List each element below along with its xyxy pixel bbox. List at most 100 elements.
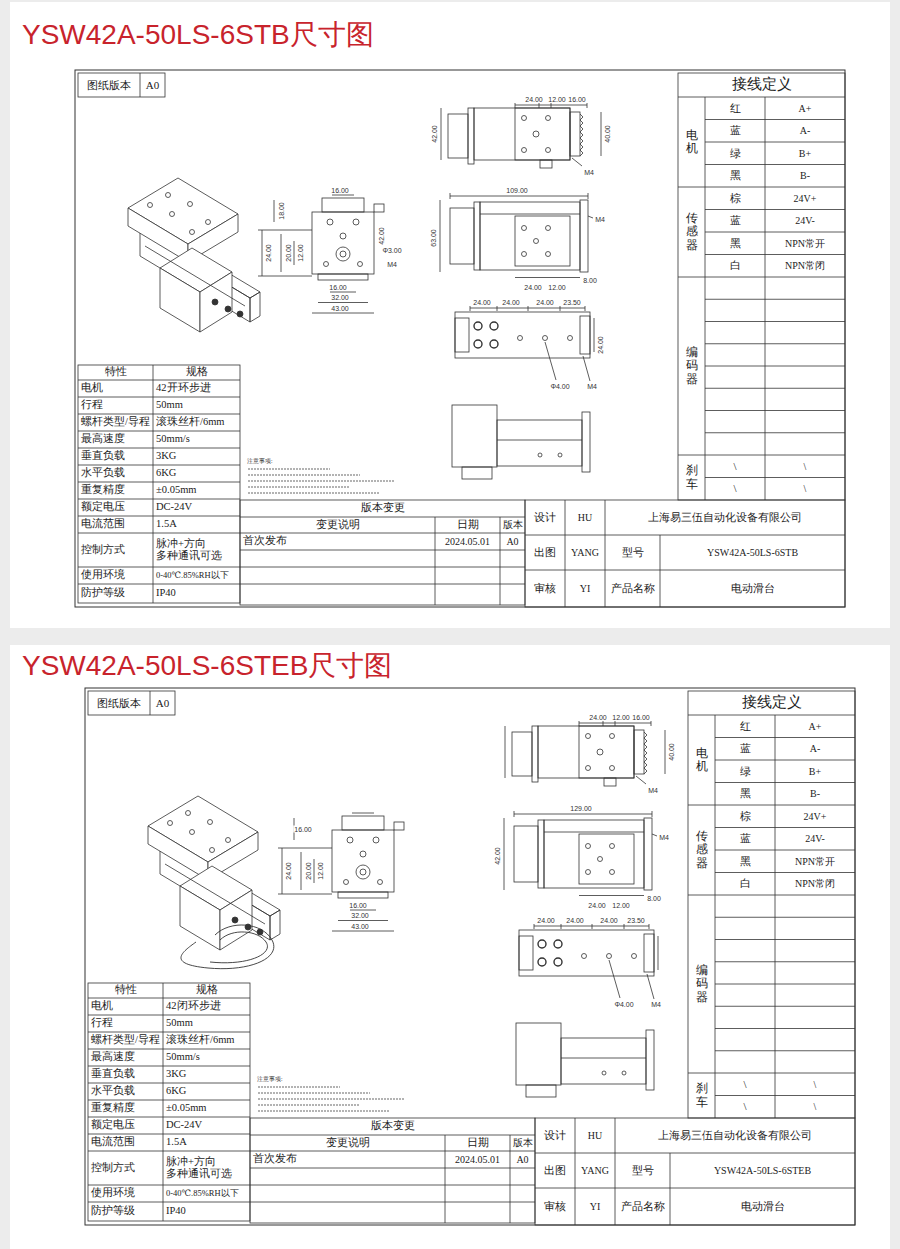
dimension-label: Φ4.00 [613,1001,634,1008]
table-cell: 42闭环步进 [163,998,250,1015]
table-cell: \ [705,455,765,478]
table-cell: 3KG [163,1066,250,1083]
table-cell: 型号 [605,535,660,570]
table-cell: 50mm/s [163,1049,250,1066]
table-cell: 水平负载 [88,1083,163,1100]
table-cell: 白 [705,255,765,278]
dimension-label: 24.00 [565,917,585,924]
table-cell: DC-24V [163,1117,250,1134]
group-cell: 编码器 [678,277,705,455]
table-cell: 6KG [163,1083,250,1100]
table-cell: A+ [775,715,855,738]
table-cell: 24V+ [775,805,855,828]
dimension-label: 24.00 [472,299,492,306]
table-cell: 50mm [163,1015,250,1032]
group-cell: 电机 [678,97,705,187]
dimension-label: 24.00 [599,917,619,924]
table-cell: \ [715,1073,775,1096]
table-cell: 电流范围 [78,516,153,533]
table-cell: 日期 [445,1135,510,1151]
table-cell: YANG [575,1153,615,1188]
dimension-label: 12.00 [297,243,304,263]
table-cell: 行程 [78,397,153,414]
table-cell: 版本 [510,1135,535,1151]
table-cell: 变更说明 [250,1135,445,1151]
dimension-label: 129.00 [569,805,592,812]
table-cell: 额定电压 [78,499,153,516]
table-cell: \ [765,455,845,478]
dimension-label: Φ4.00 [549,383,570,390]
dimension-label: 12.00 [547,284,567,291]
table-cell: 变更说明 [240,517,435,533]
dimension-label: 63.00 [430,228,437,248]
table-cell: 电动滑台 [670,1188,855,1225]
table-cell: 蓝 [705,210,765,233]
group-cell: 传感器 [678,187,705,277]
dimension-label: 24.00 [597,335,604,355]
dimension-label: 42.00 [431,124,438,144]
group-label: 电机 [686,129,698,155]
dimension-label: 8.00 [646,895,662,902]
table-cell: 红 [715,715,775,738]
sheet-panel: YSW42A-50LS-6STEB尺寸图 [10,645,890,1249]
table-cell: 图纸版本 [88,691,150,715]
dimension-label: 24.00 [588,714,608,721]
table-cell: 电流范围 [88,1134,163,1151]
table-cell: 版本变更 [250,1118,535,1135]
table-cell: 防护等级 [78,584,153,603]
group-label: 刹车 [686,464,698,490]
dimension-label: M4 [650,1001,662,1008]
table-cell: 电机 [88,998,163,1015]
dimension-label: 20.00 [285,243,292,263]
table-cell: ±0.05mm [153,482,240,499]
group-label: 电机 [696,747,708,773]
sheet-ground [10,645,890,1249]
table-cell: IP40 [153,584,240,603]
group-label: 刹车 [696,1082,708,1108]
table-cell: \ [705,478,765,501]
table-cell: 2024.05.01 [435,533,500,550]
table-cell: 型号 [615,1153,670,1188]
dimension-label: 32.00 [330,294,350,301]
dimension-label: 24.00 [587,902,607,909]
group-label: 传感器 [696,830,708,870]
table-cell: B+ [765,142,845,165]
dimension-label: M4 [386,261,398,268]
group-cell: 电机 [688,715,715,805]
table-cell: 电动滑台 [660,570,845,607]
table-cell: 黑 [715,783,775,806]
table-cell: \ [775,1073,855,1096]
table-cell: 重复精度 [78,482,153,499]
table-cell: 棕 [705,187,765,210]
group-cell: 刹车 [688,1073,715,1118]
table-cell: 电机 [78,380,153,397]
dimension-label: 18.00 [278,201,285,221]
group-label: 编码器 [686,346,698,386]
dimension-label: 43.00 [330,305,350,312]
table-cell: A0 [500,533,525,550]
table-cell: 版本 [500,517,525,533]
table-cell: 50mm [153,397,240,414]
table-cell: 控制方式 [88,1151,163,1185]
group-label: 编码器 [696,964,708,1004]
table-cell: 棕 [715,805,775,828]
table-cell: 1.5A [163,1134,250,1151]
dimension-label: 16.00 [330,187,350,194]
group-label: 传感器 [686,212,698,252]
table-cell: \ [765,478,845,501]
table-cell: A0 [150,691,175,715]
table-cell: NPN常开 [775,850,855,873]
table-cell: A- [775,738,855,761]
table-cell: 规格 [153,365,240,380]
sheet-title: YSW42A-50LS-6STB尺寸图 [22,18,374,52]
table-cell: 额定电压 [88,1117,163,1134]
table-cell: 黑 [715,850,775,873]
dimension-label: 24.00 [535,299,555,306]
table-cell: A- [765,120,845,143]
dimension-label: 24.00 [501,299,521,306]
dimension-label: Φ3.00 [381,247,402,254]
note-heading: 注意事项: [256,1077,284,1083]
dimension-label: 12.00 [317,861,324,881]
table-cell: 审核 [535,1188,575,1225]
table-cell: 防护等级 [88,1202,163,1221]
